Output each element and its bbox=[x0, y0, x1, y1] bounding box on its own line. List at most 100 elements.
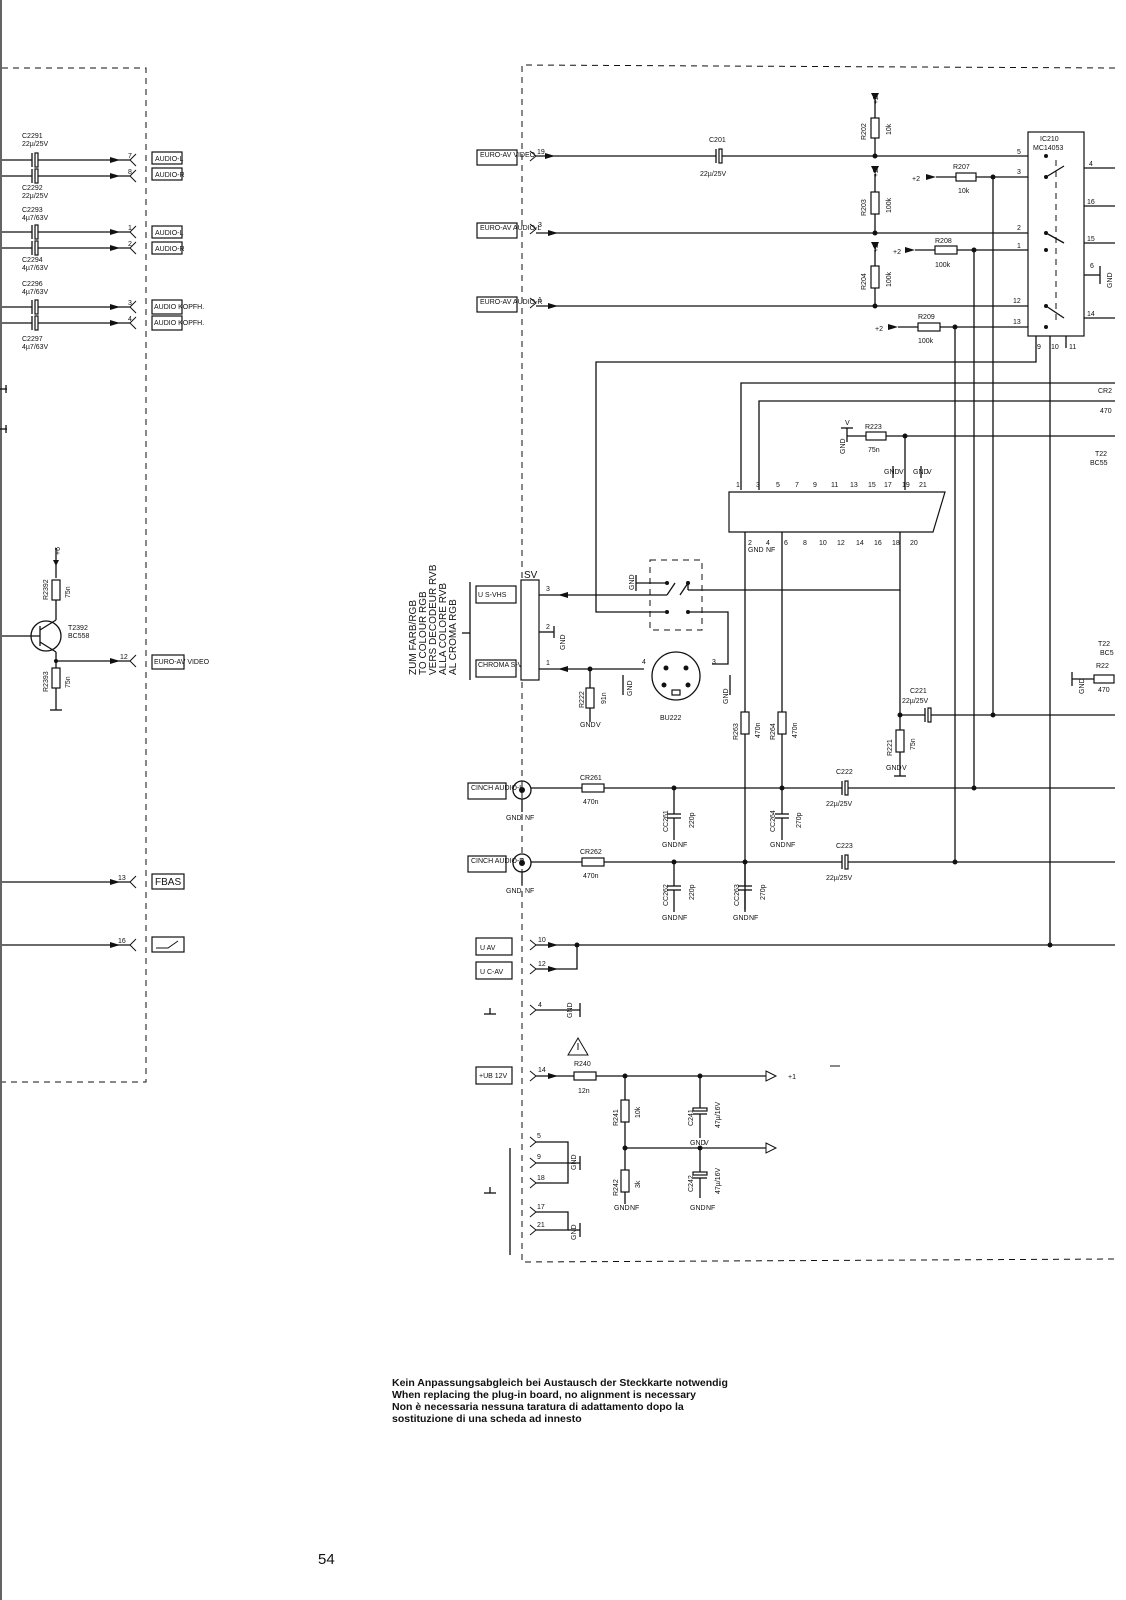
scart-pin-15: 15 bbox=[868, 482, 876, 489]
c2294-label: C2294 bbox=[22, 257, 43, 264]
cc261-value: 220p bbox=[689, 812, 696, 828]
footnote-line-it-1: Non è necessaria nessuna taratura di ada… bbox=[392, 1401, 684, 1413]
c242-gnd: GND bbox=[690, 1205, 706, 1212]
cc264-label: CC264 bbox=[770, 810, 777, 832]
gnd-pin-21: 21 bbox=[537, 1222, 545, 1229]
scart-pin-17: 17 bbox=[884, 482, 892, 489]
audio-l-tag: AUDIO-L bbox=[155, 156, 184, 163]
gnd-pin-5: 5 bbox=[537, 1133, 541, 1140]
cr262-value: 470n bbox=[583, 873, 599, 880]
right-edge-gnd: GND bbox=[1079, 678, 1086, 694]
bu222-pin-4: 4 bbox=[642, 659, 646, 666]
r202-value: 10k bbox=[886, 123, 893, 135]
r204-supply: +2 bbox=[873, 244, 880, 252]
r221-label: R221 bbox=[887, 739, 894, 756]
c241-label: C241 bbox=[688, 1109, 695, 1126]
c242-symbol bbox=[692, 1171, 708, 1176]
c222-label: C222 bbox=[836, 769, 853, 776]
main-section-border bbox=[521, 64, 1116, 1263]
right-edge-470b: 470 bbox=[1098, 687, 1110, 694]
r264-symbol bbox=[777, 711, 787, 735]
scart-pin-11: 11 bbox=[831, 482, 838, 489]
cinch-r-nf: NF bbox=[525, 888, 534, 895]
ic210-label: IC210 bbox=[1040, 136, 1059, 143]
ic-pin-13: 13 bbox=[1013, 319, 1021, 326]
svg-text:ZUM FARB/RGB: ZUM FARB/RGB bbox=[408, 600, 419, 675]
r241-label: R241 bbox=[613, 1109, 620, 1126]
ic-pin-12: 12 bbox=[1013, 298, 1021, 305]
r204-value: 100k bbox=[886, 271, 893, 287]
ic-pin-6: 6 bbox=[1090, 263, 1094, 270]
c2292-value: 22µ/25V bbox=[22, 193, 49, 200]
scart-gnd-1: GND bbox=[884, 469, 900, 476]
r242-value: 3k bbox=[635, 1180, 642, 1188]
cc262-nf: NF bbox=[678, 915, 687, 922]
r241-value: 10k bbox=[635, 1106, 642, 1118]
r203-symbol bbox=[870, 191, 880, 215]
c242-nf: NF bbox=[706, 1205, 715, 1212]
r209-value: 100k bbox=[918, 338, 934, 345]
r263-symbol bbox=[740, 711, 750, 735]
r207-label: R207 bbox=[953, 164, 970, 171]
ic-pin-14: 14 bbox=[1087, 311, 1095, 318]
fbas-tag: FBAS bbox=[155, 877, 181, 888]
right-edge-bc55: BC55 bbox=[1090, 460, 1108, 467]
cr261-value: 470n bbox=[583, 799, 599, 806]
pin-7: 7 bbox=[128, 153, 132, 160]
scart-pin-14: 14 bbox=[856, 540, 864, 547]
c223-value: 22µ/25V bbox=[826, 875, 853, 882]
scart-pin-7: 7 bbox=[795, 482, 799, 489]
euro-av-video-input: EURO-AV VIDEO bbox=[480, 152, 536, 159]
svg-text:ALLA COLORE RVB: ALLA COLORE RVB bbox=[438, 583, 449, 675]
gnd-pins-label: GND bbox=[571, 1154, 578, 1170]
c2296-label: C2296 bbox=[22, 281, 43, 288]
ic210-type: MC14053 bbox=[1033, 145, 1063, 152]
supply-plus6: +6 bbox=[55, 547, 62, 555]
pin-2: 2 bbox=[128, 241, 132, 248]
ramp-icon bbox=[156, 940, 179, 949]
r222-value: 91n bbox=[601, 692, 608, 704]
cc263-value: 270p bbox=[760, 884, 767, 900]
c242-label: C242 bbox=[688, 1175, 695, 1192]
cr261-label: CR261 bbox=[580, 775, 602, 782]
scart-pin-18: 18 bbox=[892, 540, 900, 547]
r208-supply: +2 bbox=[893, 249, 901, 256]
audio-kopfh-tag-2: AUDIO KOPFH. bbox=[154, 320, 204, 327]
c201-label: C201 bbox=[709, 137, 726, 144]
r209-symbol bbox=[917, 322, 941, 332]
switch-gnd: GND bbox=[629, 574, 636, 590]
bu222-gnd: GND bbox=[627, 680, 634, 696]
r209-label: R209 bbox=[918, 314, 935, 321]
main-section: EURO-AV VIDEO 19 C201 22µ/25V +2 R202 10… bbox=[408, 64, 1116, 1263]
euro-av-video-tag: EURO-AV VIDEO bbox=[154, 659, 210, 666]
r222-symbol bbox=[585, 687, 595, 709]
r222-label: R222 bbox=[579, 691, 586, 708]
ic-pin-1: 1 bbox=[1017, 243, 1021, 250]
svg-text:TO COLOUR RGB: TO COLOUR RGB bbox=[418, 591, 429, 675]
r241-symbol bbox=[620, 1099, 630, 1123]
pin-3: 3 bbox=[128, 300, 132, 307]
cc261-gnd: GND bbox=[662, 842, 678, 849]
r2393-label: R2393 bbox=[43, 671, 50, 692]
r221-gnd: GND bbox=[886, 765, 902, 772]
footnote: Kein Anpassungsabgleich bei Austausch de… bbox=[392, 1377, 912, 1425]
pin-4: 4 bbox=[128, 316, 132, 323]
ic-pin-16: 16 bbox=[1087, 199, 1095, 206]
r223-symbol bbox=[865, 431, 887, 441]
scart-pin-3: 3 bbox=[756, 482, 760, 489]
r223-label: R223 bbox=[865, 424, 882, 431]
r223-gnd: GND bbox=[840, 438, 847, 454]
ic-pin-5: 5 bbox=[1017, 149, 1021, 156]
cinch-l-nf: NF bbox=[525, 815, 534, 822]
ic-pin-9: 9 bbox=[1037, 344, 1041, 351]
gnd-pin-17: 17 bbox=[537, 1204, 545, 1211]
lower-pin-12: 12 bbox=[538, 961, 546, 968]
r242-label: R242 bbox=[613, 1179, 620, 1196]
cc262-value: 220p bbox=[689, 884, 696, 900]
cc263-label: CC263 bbox=[734, 884, 741, 906]
r240-label: R240 bbox=[574, 1061, 591, 1068]
r2392-symbol bbox=[51, 579, 61, 601]
gnd-pin-9: 9 bbox=[537, 1154, 541, 1161]
u-svhs-label: U S-VHS bbox=[478, 592, 507, 599]
c2293-label: C2293 bbox=[22, 207, 43, 214]
